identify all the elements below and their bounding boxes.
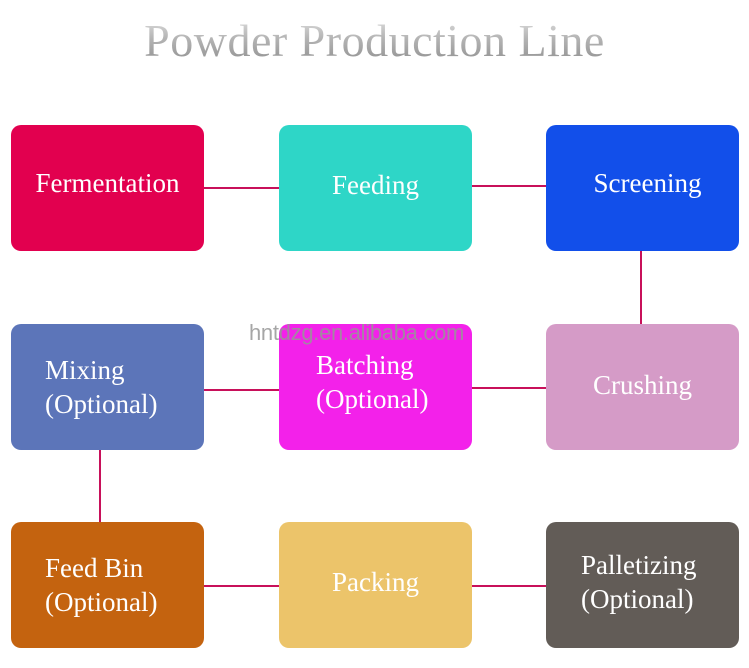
step-label: Batching: [316, 350, 414, 380]
step-fermentation: Fermentation: [11, 125, 204, 251]
step-label-optional: (Optional): [45, 389, 158, 419]
step-label: Fermentation: [35, 168, 180, 198]
step-label: Packing: [332, 567, 419, 597]
step-feeding: Feeding: [279, 125, 472, 251]
step-screening: Screening: [546, 125, 739, 251]
connector-packing-palletizing: [472, 585, 546, 587]
step-batching: Batching (Optional): [279, 324, 472, 450]
step-label-optional: (Optional): [316, 384, 429, 414]
connector-batching-mixing: [204, 389, 279, 391]
step-packing: Packing: [279, 522, 472, 648]
step-label: Feeding: [332, 170, 419, 200]
step-label: Palletizing: [581, 550, 697, 580]
step-palletizing: Palletizing (Optional): [546, 522, 739, 648]
step-label-optional: (Optional): [45, 587, 158, 617]
step-label: Mixing: [45, 355, 125, 385]
step-crushing: Crushing: [546, 324, 739, 450]
connector-mixing-feedbin: [99, 450, 101, 522]
connector-fermentation-feeding: [204, 187, 279, 189]
step-mixing: Mixing (Optional): [11, 324, 204, 450]
connector-screening-crushing: [640, 251, 642, 324]
step-label: Screening: [593, 168, 702, 198]
step-feed-bin: Feed Bin (Optional): [11, 522, 204, 648]
connector-crushing-batching: [472, 387, 546, 389]
connector-feedbin-packing: [204, 585, 279, 587]
connector-feeding-screening: [472, 185, 546, 187]
step-label: Crushing: [592, 370, 692, 400]
step-label: Feed Bin: [45, 553, 144, 583]
step-label-optional: (Optional): [581, 584, 694, 614]
diagram-title: Powder Production Line: [0, 14, 749, 67]
